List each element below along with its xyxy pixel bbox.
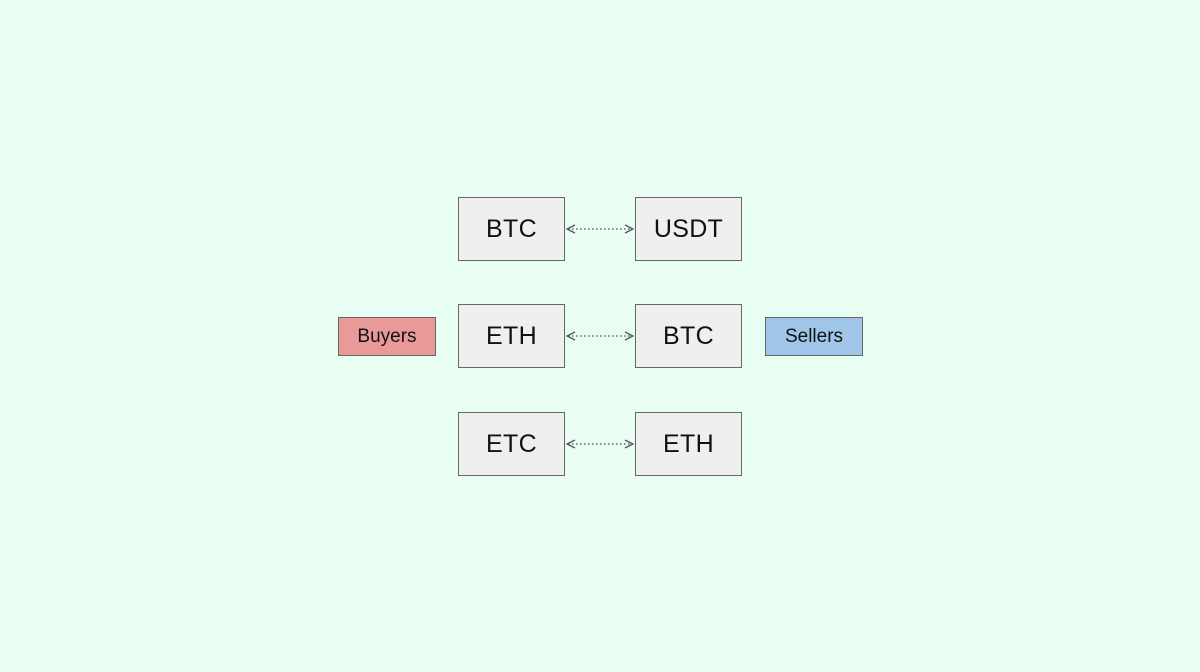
pair-3-right-arrowhead [624, 439, 635, 449]
pair-1-bidirectional-connector [565, 224, 635, 234]
pair-1-left-arrowhead [565, 224, 576, 234]
pair-1-left-box: BTC [458, 197, 565, 261]
sellers-label-box: Sellers [765, 317, 863, 356]
buyers-label-box: Buyers [338, 317, 436, 356]
pair-2-left-arrowhead [565, 331, 576, 341]
pair-3-bidirectional-connector [565, 439, 635, 449]
pair-2-left-box: ETH [458, 304, 565, 368]
pair-2-right-box: BTC [635, 304, 742, 368]
pair-3-left-arrowhead [565, 439, 576, 449]
pair-2-right-arrowhead [624, 331, 635, 341]
pair-1-right-arrowhead [624, 224, 635, 234]
pair-3-right-box: ETH [635, 412, 742, 476]
pair-1-right-box: USDT [635, 197, 742, 261]
pair-3-left-box: ETC [458, 412, 565, 476]
pair-2-bidirectional-connector [565, 331, 635, 341]
